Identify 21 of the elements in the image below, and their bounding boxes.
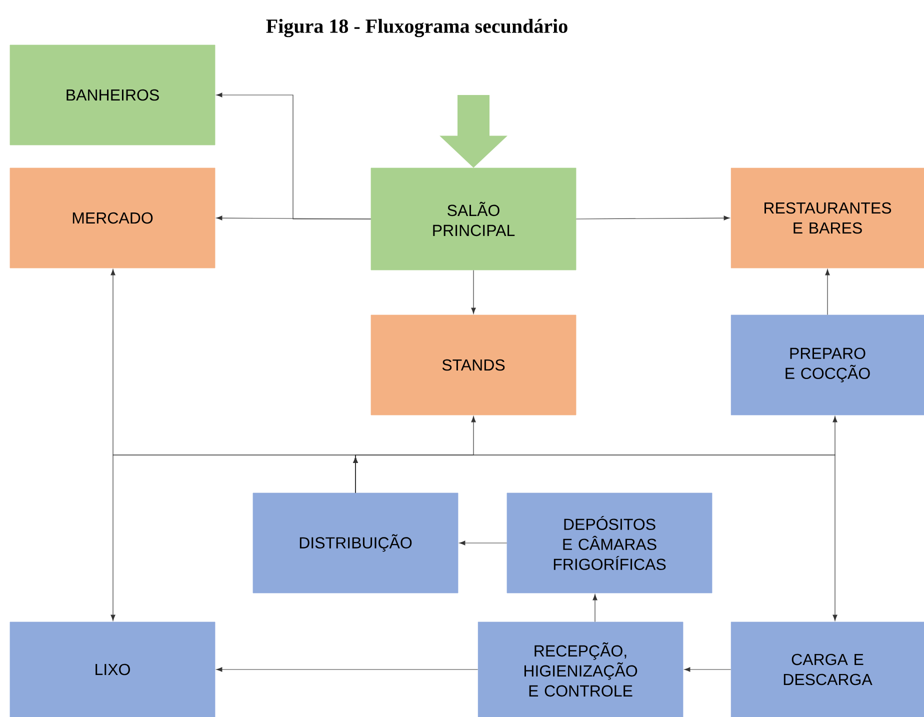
arrow [684,667,732,672]
arrow [471,270,476,314]
arrow [825,269,830,316]
arrow [216,667,478,672]
process-box: DISTRIBUIÇÃO [252,492,458,594]
process-box: MERCADO [10,168,216,268]
process-box: DEPÓSITOS E CÂMARAS FRIGORÍFICAS [506,492,712,594]
process-box: STANDS [370,314,576,416]
process-box: BANHEIROS [10,44,216,146]
process-box: RECEPÇÃO, HIGIENIZAÇÃO E CONTROLE [478,622,684,717]
figure-title: Figura 18 - Fluxograma secundário [266,18,568,38]
arrow [576,216,730,220]
process-box: LIXO [10,622,216,717]
arrow [592,594,598,622]
process-box: RESTAURANTES E BARES [730,168,924,268]
arrow [216,216,372,220]
arrow [353,454,838,621]
process-box: PREPARO E COCÇÃO [730,314,924,416]
arrow [459,540,508,546]
process-box: CARGA E DESCARGA [730,622,924,717]
arrow [110,454,358,621]
